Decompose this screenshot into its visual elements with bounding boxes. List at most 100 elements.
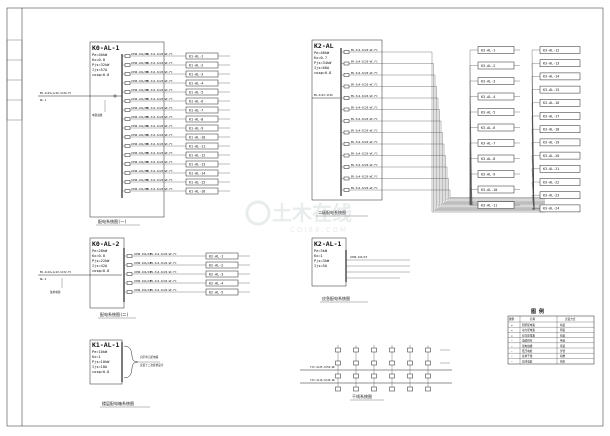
breaker-symbol	[124, 99, 131, 103]
breaker-symbol	[343, 119, 350, 123]
svg-text:YJV-4x25-SC50-WC: YJV-4x25-SC50-WC	[310, 365, 335, 369]
target-label: K2-AL-4	[209, 281, 223, 285]
breaker-symbol	[124, 63, 131, 67]
target-label: K1-AL-13	[189, 162, 205, 166]
target-label: K3-AL-13	[543, 62, 559, 66]
cable-label: BV-3x4-SC20-WC.FC	[351, 48, 378, 52]
legend-symbol: —	[511, 355, 513, 358]
riser-node	[389, 347, 395, 353]
target-label: K3-AL-5	[481, 110, 495, 114]
k2-route-line	[430, 74, 545, 210]
cable-label: BV-3x4-SC20-WC.FC	[150, 252, 177, 256]
legend-name: 电缆桥架	[522, 339, 533, 343]
breaker-symbol	[124, 162, 131, 166]
legend-install: 暗敷	[560, 354, 566, 358]
svg-text:Kx=1: Kx=1	[92, 355, 101, 359]
svg-text:Pe=3kW: Pe=3kW	[314, 249, 328, 253]
cable-label: BV-3x4-SC20-WC.FC	[150, 279, 177, 283]
cable-label: BV-3x4-SC20-WC.FC	[150, 288, 177, 292]
target-label: K1-AL-5	[189, 90, 203, 94]
legend-symbol: —	[511, 360, 513, 363]
cable-label: BV-3x4-SC20-WC.FC	[146, 97, 173, 101]
panel-k0-al-1-title: K0-AL-1	[92, 44, 119, 52]
cable-label: BV-3x4-SC20-WC.FC	[146, 70, 173, 74]
legend-name: 照明配电箱	[522, 323, 535, 327]
k2-route-line	[430, 178, 545, 199]
breaker-label: C65N-16A/1P	[131, 133, 149, 137]
riser-node	[353, 386, 359, 392]
k0-al-1-feed-label: BV-4x25+1x16-SC40-FC	[40, 91, 72, 95]
svg-text:Ijs=5A: Ijs=5A	[314, 264, 328, 268]
riser-node	[389, 373, 395, 379]
riser-node	[389, 360, 395, 366]
target-label: K1-AL-4	[189, 81, 203, 85]
caption-riser: 干线系统图	[352, 393, 372, 399]
cable-label: BV-3x4-SC20-WC.FC	[351, 94, 378, 98]
breaker-symbol	[126, 263, 133, 267]
target-label: K2-AL-3	[209, 272, 223, 276]
cable-label: BV-3x4-SC20-WC.FC	[351, 83, 378, 87]
target-label: K3-AL-7	[481, 141, 495, 145]
panel-k2-al: K2-AL Pe=48kW Kx=0.7 Pjs=34kW Ijs=60A co…	[311, 39, 581, 217]
svg-text:名称: 名称	[530, 317, 536, 321]
legend-name: 层间电缆	[522, 359, 533, 363]
svg-text:Kx=0.8: Kx=0.8	[92, 58, 105, 62]
legend-name: 应急配电箱	[522, 333, 535, 337]
riser-node	[371, 347, 377, 353]
svg-text:BV-4x25-SC40: BV-4x25-SC40	[314, 93, 333, 97]
caption-k2-al-1: 应急配电系统图	[322, 295, 350, 301]
breaker-label: C65N-16A/1P	[134, 288, 152, 292]
k2-al-branches: BV-3x4-SC20-WC.FC BV-3x4-SC20-WC.FC BV-3x4…	[341, 46, 581, 213]
breaker-label: C65N-16A/1P	[131, 88, 149, 92]
caption-k0-al-1: 配电系统图(一)	[98, 218, 127, 224]
target-label: K3-AL-14	[543, 75, 559, 79]
legend-name: 低压电缆	[522, 349, 533, 353]
svg-text:Kx=1: Kx=1	[314, 254, 323, 258]
breaker-symbol	[124, 81, 131, 85]
breaker-symbol	[126, 281, 133, 285]
cable-label: BV-3x4-SC20-WC.FC	[146, 178, 173, 182]
target-label: K2-AL-2	[209, 263, 223, 267]
target-label: K1-AL-1	[189, 54, 203, 58]
legend-symbol: —	[511, 350, 513, 353]
breaker-symbol	[343, 176, 350, 181]
legend-install: 明装	[560, 328, 566, 332]
cable-label: BV-3x4-SC20-WC.FC	[351, 175, 378, 179]
panel-k1-al-1-title: K1-AL-1	[92, 341, 119, 349]
legend-install: 暗装	[560, 323, 566, 327]
legend-symbol: ▭	[511, 324, 513, 327]
svg-text:cosφ=0.8: cosφ=0.8	[314, 71, 331, 75]
target-label: K3-AL-20	[543, 154, 559, 158]
legend-table	[507, 315, 595, 365]
cable-label: BV-3x4-SC20-WC.FC	[146, 115, 173, 119]
riser-node	[407, 347, 413, 353]
watermark-url: COI88.COM	[290, 226, 348, 234]
target-label: K1-AL-3	[189, 72, 203, 76]
target-label: K1-AL-2	[189, 63, 203, 67]
panel-k1-al-1: K1-AL-1 Pe=10kW Kx=1 Pjs=10kW Ijs=18A co…	[89, 339, 164, 408]
legend-install: 桥架	[560, 359, 566, 363]
caption-k0-al-2: 配电系统图(二)	[100, 311, 129, 317]
riser-node	[353, 347, 359, 353]
cable-label: BV-3x4-SC20-WC.FC	[351, 152, 378, 156]
breaker-symbol	[343, 153, 350, 158]
svg-text:Pjs=34kW: Pjs=34kW	[314, 61, 332, 65]
riser-node	[371, 373, 377, 379]
riser-node	[353, 373, 359, 379]
target-label: K2-AL-5	[209, 290, 223, 294]
svg-text:安装于二次装修设计: 安装于二次装修设计	[140, 363, 164, 367]
svg-text:电源进线: 电源进线	[92, 113, 103, 117]
breaker-symbol	[124, 189, 131, 193]
svg-text:安装方式: 安装方式	[565, 317, 576, 321]
riser-diagram: YJV-4x25-SC50-WC YJV-4x16-SC40-WC 干线系统图	[300, 345, 452, 401]
breaker-symbol	[343, 61, 350, 66]
cable-label: BV-3x4-SC20-WC.FC	[146, 88, 173, 92]
svg-text:备用电源: 备用电源	[50, 290, 61, 294]
panel-k0-al-2-title: K0-AL-2	[92, 240, 119, 248]
svg-text:Ijs=42A: Ijs=42A	[92, 264, 108, 268]
riser-node	[353, 360, 359, 366]
target-label: K1-AL-9	[189, 126, 203, 130]
target-label: K3-AL-2	[481, 64, 495, 68]
riser-node	[407, 360, 413, 366]
